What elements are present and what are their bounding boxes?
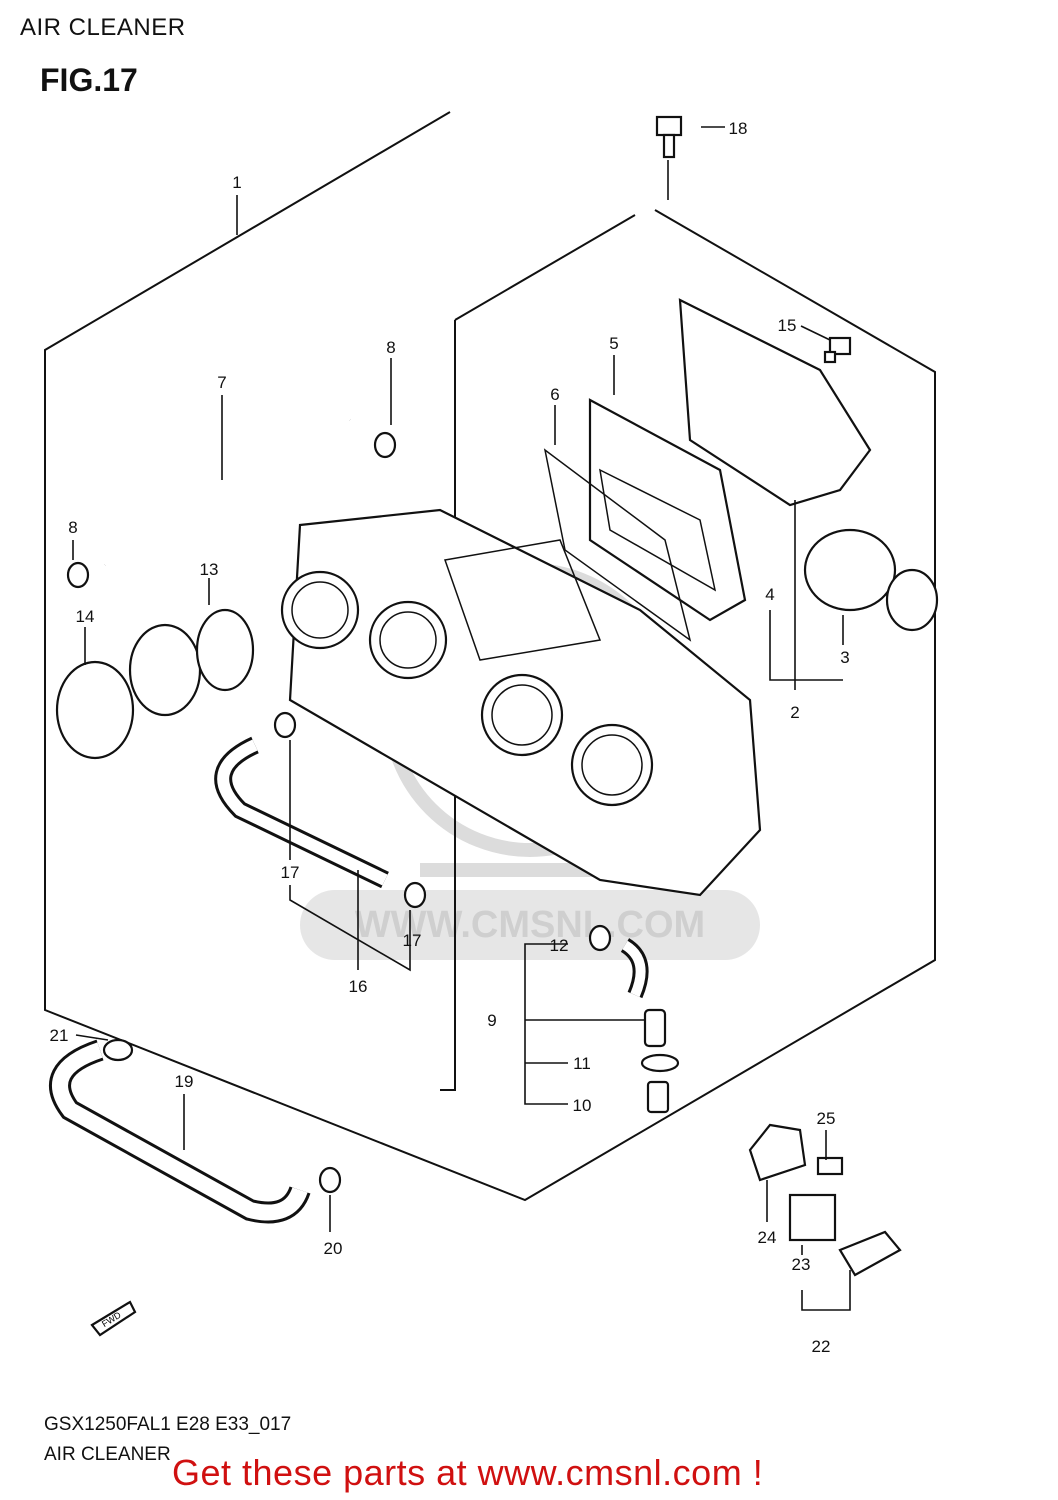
fwd-arrow-icon: FWD <box>90 1300 137 1337</box>
callout-20: 20 <box>324 1239 343 1258</box>
connector-23 <box>788 1193 837 1242</box>
screw-25 <box>816 1156 844 1176</box>
callout-17b: 17 <box>403 931 422 950</box>
callout-11: 11 <box>573 1054 591 1073</box>
figure-label: FIG.17 <box>40 62 138 98</box>
drain-hose <box>49 1039 311 1224</box>
section-name: AIR CLEANER <box>44 1444 171 1465</box>
callout-16: 16 <box>349 977 368 996</box>
callout-8b: 8 <box>68 518 77 537</box>
callout-22: 22 <box>812 1337 831 1356</box>
callout-4: 4 <box>765 585 774 604</box>
callout-8a: 8 <box>386 338 395 357</box>
callout-14: 14 <box>76 607 95 626</box>
callout-23: 23 <box>792 1255 811 1274</box>
filter-element <box>588 398 747 622</box>
callout-6: 6 <box>550 385 559 404</box>
callout-13: 13 <box>200 560 219 579</box>
callout-9: 9 <box>487 1011 496 1030</box>
drain-plug-hose <box>620 938 680 1114</box>
callout-1: 1 <box>232 173 241 192</box>
bolt-18 <box>655 115 683 159</box>
callout-19: 19 <box>175 1072 194 1091</box>
callout-10: 10 <box>573 1096 592 1115</box>
gasket <box>543 448 692 642</box>
callout-12: 12 <box>550 936 569 955</box>
model-code: GSX1250FAL1 E28 E33_017 <box>44 1414 292 1435</box>
hose-clamp <box>55 660 135 760</box>
connector-22 <box>838 1230 902 1277</box>
callout-2: 2 <box>790 703 799 722</box>
intake-duct <box>803 528 939 632</box>
breather-hose-lower <box>214 736 389 889</box>
callout-25: 25 <box>817 1109 836 1128</box>
callout-17a: 17 <box>281 863 300 882</box>
page-header: AIR CLEANER <box>20 14 186 41</box>
callout-15: 15 <box>778 316 797 335</box>
hose-clips <box>66 431 612 1194</box>
cleaner-cover <box>678 298 872 507</box>
callout-labels: 1 2 3 4 5 6 7 8 8 9 10 11 12 13 14 15 16… <box>50 119 850 1356</box>
callout-5: 5 <box>609 334 618 353</box>
bracket-24 <box>748 1123 807 1182</box>
callout-18: 18 <box>729 119 748 138</box>
callout-7: 7 <box>217 373 226 392</box>
callout-3: 3 <box>840 648 849 667</box>
screw-15 <box>823 336 852 364</box>
air-cleaner-box <box>280 508 762 897</box>
callout-21: 21 <box>50 1026 69 1045</box>
breather-hose-upper <box>102 411 352 569</box>
throttle-joint <box>128 608 255 717</box>
leader-lines <box>72 126 851 1311</box>
promo-link[interactable]: Get these parts at www.cmsnl.com ! <box>172 1452 764 1493</box>
callout-24: 24 <box>758 1228 777 1247</box>
